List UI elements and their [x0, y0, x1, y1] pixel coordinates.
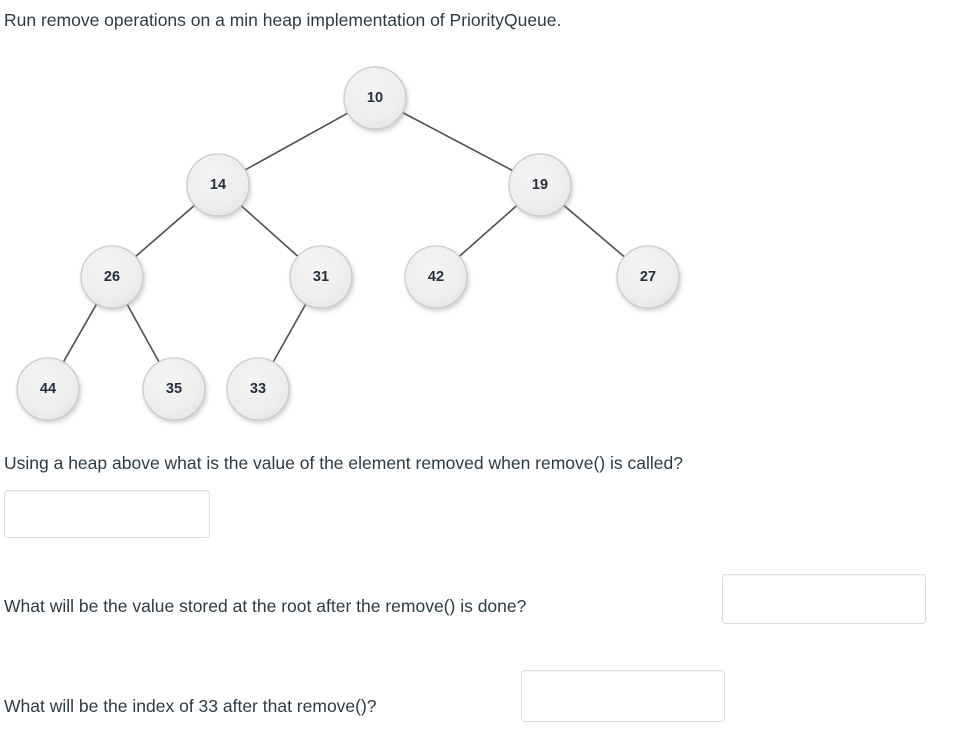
tree-node-label: 44	[40, 381, 56, 397]
tree-node-label: 33	[250, 381, 266, 397]
tree-node-circle	[142, 357, 206, 421]
tree-edge	[457, 204, 519, 258]
tree-edge	[133, 203, 197, 259]
question-2-text: What will be the value stored at the roo…	[4, 596, 527, 616]
tree-node-circle	[404, 245, 468, 309]
tree-node-label: 26	[104, 269, 120, 285]
tree-node-label: 35	[166, 381, 182, 397]
tree-node: 31	[289, 245, 353, 309]
tree-node-circle	[16, 357, 80, 421]
tree-node: 44	[16, 357, 80, 421]
tree-node: 26	[80, 245, 144, 309]
tree-node-circle	[80, 245, 144, 309]
tree-node-label: 19	[532, 177, 548, 193]
tree-node: 27	[616, 245, 680, 309]
question-1-text: Using a heap above what is the value of …	[4, 453, 683, 473]
tree-node-label: 31	[313, 269, 329, 285]
answer-input-2[interactable]	[722, 574, 926, 624]
tree-node: 10	[343, 66, 407, 130]
tree-edge	[400, 111, 515, 172]
tree-node-circle	[226, 357, 290, 421]
tree-node-label: 27	[640, 269, 656, 285]
question-3-text: What will be the index of 33 after that …	[4, 696, 377, 716]
tree-node-circle	[508, 153, 572, 217]
tree-node-circle	[186, 153, 250, 217]
tree-edge	[243, 111, 350, 172]
heap-tree-diagram: 10 14 19 26 31 42 27 44 35 33	[0, 52, 963, 442]
page-title: Run remove operations on a min heap impl…	[4, 10, 562, 30]
tree-edge	[125, 302, 161, 364]
tree-node-label: 14	[210, 177, 226, 193]
tree-node: 33	[226, 357, 290, 421]
tree-node-circle	[343, 66, 407, 130]
heap-tree-svg: 10 14 19 26 31 42 27 44 35 33	[16, 66, 680, 421]
answer-input-1[interactable]	[4, 490, 210, 538]
tree-node: 14	[186, 153, 250, 217]
tree-node: 19	[508, 153, 572, 217]
tree-edge-layer	[62, 111, 626, 364]
tree-node-label: 42	[428, 269, 444, 285]
tree-edge	[271, 302, 308, 364]
tree-node-label: 10	[367, 90, 383, 106]
tree-node-circle	[289, 245, 353, 309]
tree-node: 35	[142, 357, 206, 421]
tree-edge	[562, 203, 626, 259]
tree-node-circle	[616, 245, 680, 309]
answer-input-3[interactable]	[521, 670, 725, 722]
tree-node-layer: 10 14 19 26 31 42 27 44 35 33	[16, 66, 680, 421]
tree-node: 42	[404, 245, 468, 309]
tree-edge	[239, 204, 300, 258]
tree-edge	[62, 302, 98, 364]
